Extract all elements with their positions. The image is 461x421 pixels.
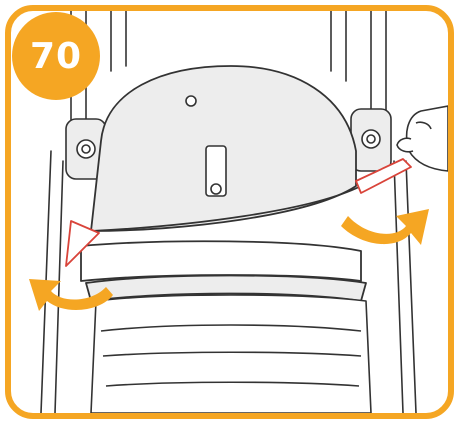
rotate-right-arrow-icon: [341, 209, 429, 245]
footrest: [91, 295, 371, 413]
step-number: 70: [30, 36, 82, 77]
seat-base: [81, 241, 366, 301]
right-hinge: [351, 109, 391, 171]
step-number-badge: 70: [12, 12, 100, 100]
